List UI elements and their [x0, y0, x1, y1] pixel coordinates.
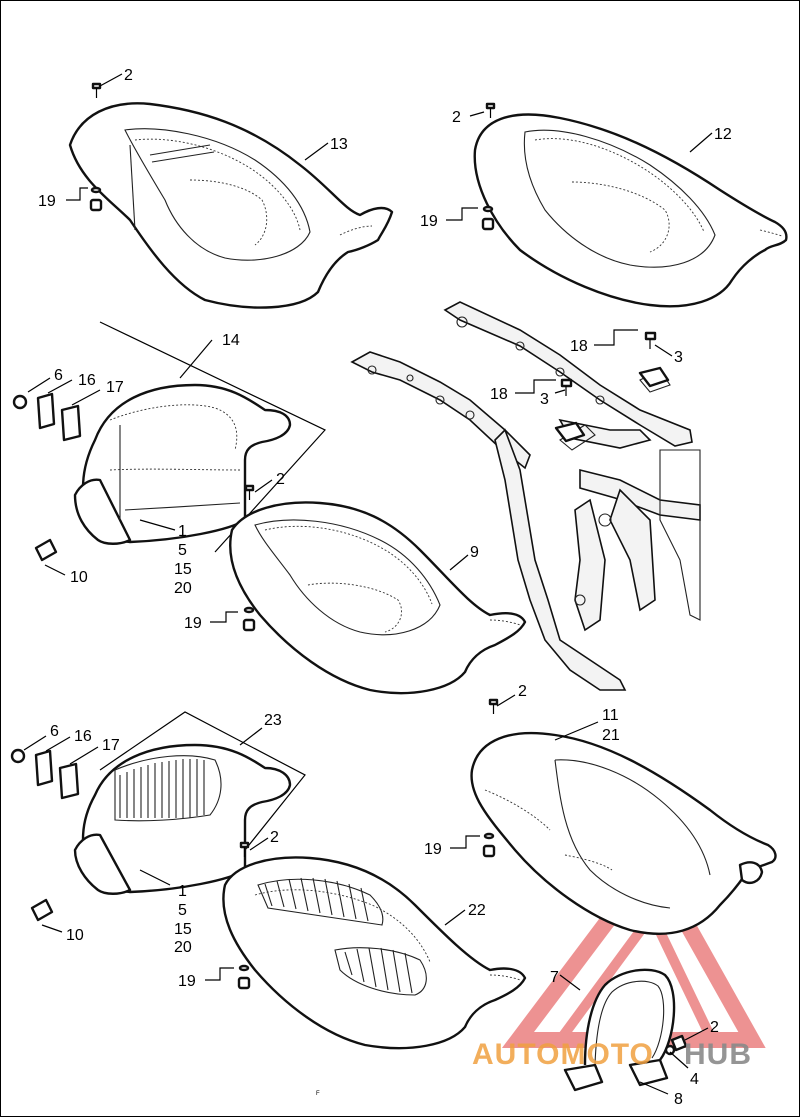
callout-1: 1: [178, 523, 187, 540]
clip-nut-18b-icon: [554, 421, 586, 443]
screw-3b-icon: [560, 378, 573, 396]
nut-set-19e-icon: [237, 964, 251, 990]
ribbed-insert-22: [257, 877, 427, 996]
callout-2: 2: [710, 1019, 719, 1036]
nut-6a-icon: [12, 394, 28, 410]
screw-2e-icon: [488, 698, 499, 714]
callout-5: 5: [178, 542, 187, 559]
callout-10: 10: [70, 569, 88, 586]
nut-6b-icon: [10, 748, 26, 764]
callout-13: 13: [330, 136, 348, 153]
nut-set-19b-icon: [481, 205, 495, 231]
seat-11-21: [470, 731, 777, 936]
mount-plate-8-icon: [563, 1063, 604, 1092]
callout-19: 19: [38, 193, 56, 210]
callout-2: 2: [452, 109, 461, 126]
ribbed-pad-23: [114, 755, 222, 822]
callout-3: 3: [674, 349, 683, 366]
callout-2: 2: [124, 67, 133, 84]
footer-mark: F: [316, 1091, 320, 1097]
knob-10a-icon: [34, 538, 58, 562]
screw-3a-icon: [644, 331, 657, 349]
callout-18: 18: [570, 338, 588, 355]
screw-2f-icon: [670, 1034, 688, 1052]
callout-7: 7: [550, 969, 559, 986]
seat-22: [222, 856, 527, 1050]
callout-23: 23: [264, 712, 282, 729]
mount-plate-8b-icon: [628, 1058, 669, 1087]
clip-nut-18a-icon: [638, 366, 670, 388]
motorcycle-frame: [350, 301, 701, 691]
washer-4-icon: [664, 1044, 676, 1056]
callout-6: 6: [50, 723, 59, 740]
callout-14: 14: [222, 332, 240, 349]
callout-6: 6: [54, 367, 63, 384]
callout-17: 17: [106, 379, 124, 396]
callout-17: 17: [102, 737, 120, 754]
callout-9: 9: [470, 544, 479, 561]
callout-21: 21: [602, 727, 620, 744]
callout-19: 19: [178, 973, 196, 990]
seat-12: [473, 113, 788, 308]
nut-set-19c-icon: [242, 606, 256, 632]
seat-9: [229, 501, 527, 695]
callout-12: 12: [714, 126, 732, 143]
callout-19: 19: [424, 841, 442, 858]
backrest-bar-7: [563, 968, 688, 1092]
screw-2d-icon: [239, 841, 250, 857]
callout-1: 1: [178, 883, 187, 900]
fasteners: [89, 82, 670, 990]
bracket-16b-icon: [34, 749, 54, 787]
backrest-14: [12, 321, 326, 562]
screw-2b-icon: [485, 102, 496, 118]
callout-2: 2: [518, 683, 527, 700]
callout-2: 2: [276, 471, 285, 488]
callout-22: 22: [468, 902, 486, 919]
watermark-text: AUTOMOTO HUB: [472, 1038, 752, 1071]
callout-19: 19: [184, 615, 202, 632]
callout-8: 8: [674, 1091, 683, 1108]
callout-20: 20: [174, 580, 192, 597]
watermark-word-2: HUB: [684, 1038, 752, 1071]
callout-15: 15: [174, 921, 192, 938]
seat-13: [68, 102, 394, 309]
callout-11: 11: [602, 707, 619, 724]
screw-2c-icon: [244, 484, 255, 500]
bracket-17b-icon: [58, 762, 80, 800]
callout-5: 5: [178, 902, 187, 919]
screw-2a-icon: [91, 82, 102, 98]
callout-18: 18: [490, 386, 508, 403]
bracket-16a-icon: [36, 392, 56, 430]
callout-20: 20: [174, 939, 192, 956]
nut-set-19d-icon: [482, 832, 496, 858]
callout-19: 19: [420, 213, 438, 230]
leader-lines: [23, 73, 713, 1095]
watermark-word-1: AUTOMOTO: [472, 1038, 654, 1071]
callout-numbers: 2 13 19 2 12 19 14 6 16 17 1 5 15 20 10 …: [38, 67, 732, 1108]
backrest-23: [10, 711, 306, 922]
callout-15: 15: [174, 561, 192, 578]
knob-10b-icon: [30, 898, 54, 922]
callout-2: 2: [270, 829, 279, 846]
nut-set-19a-icon: [89, 186, 103, 212]
callout-16: 16: [74, 728, 92, 745]
callout-16: 16: [78, 372, 96, 389]
bracket-17a-icon: [60, 404, 82, 442]
callout-4: 4: [690, 1071, 699, 1088]
callout-3: 3: [540, 391, 549, 408]
callout-10: 10: [66, 927, 84, 944]
